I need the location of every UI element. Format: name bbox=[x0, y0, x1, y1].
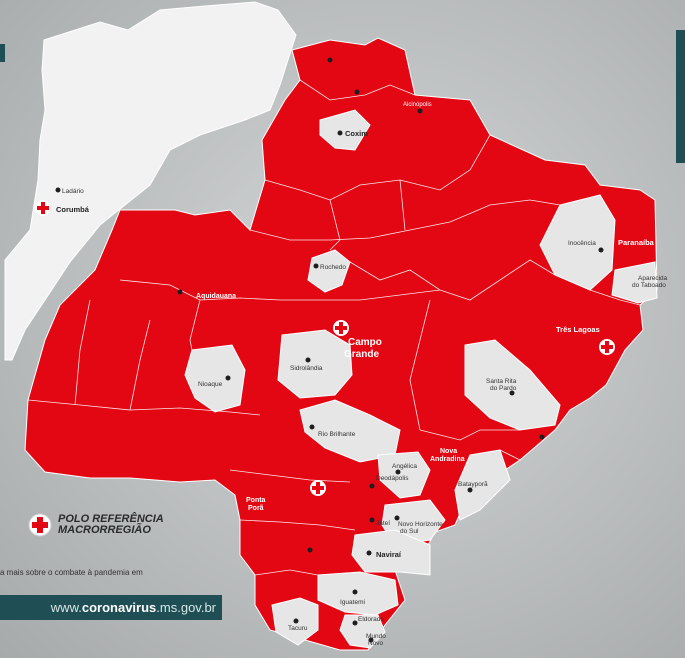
label-jatei: Jateí bbox=[376, 520, 390, 527]
region-gray-nioaque bbox=[184, 344, 246, 413]
label-angelica: Angélica bbox=[392, 463, 417, 470]
region-gray-navirai bbox=[351, 529, 431, 576]
region-gray-santarita bbox=[464, 339, 561, 431]
brand-corner-mark bbox=[0, 44, 5, 62]
label-inocencia: Inocência bbox=[568, 240, 596, 247]
footer-text: a mais sobre o combate à pandemia em bbox=[0, 568, 143, 577]
info-panel-edge bbox=[676, 30, 685, 163]
legend-text: POLO REFERÊNCIA MACRORREGIÃO bbox=[58, 514, 178, 536]
label-mundo-novo-1: Mundo bbox=[366, 633, 386, 640]
label-rio-brilhante: Rio Brilhante bbox=[318, 431, 356, 438]
label-campo-grande-1: Campo bbox=[348, 337, 382, 348]
label-campo-grande-2: Grande bbox=[344, 349, 379, 360]
label-sidrolandia: Sidrolândia bbox=[290, 365, 323, 372]
legend: POLO REFERÊNCIA MACRORREGIÃO bbox=[28, 513, 178, 537]
legend-line-1: POLO REFERÊNCIA bbox=[58, 513, 164, 525]
label-mundo-novo-2: Novo bbox=[368, 640, 384, 647]
region-gray-iguatemi bbox=[317, 571, 399, 616]
label-santarita-2: do Pardo bbox=[490, 385, 517, 392]
pole-reference-icon bbox=[28, 513, 52, 537]
label-santarita-1: Santa Rita bbox=[486, 378, 517, 385]
label-nova-andradina-2: Andradina bbox=[430, 456, 465, 463]
region-gray-sidrolandia bbox=[277, 329, 353, 399]
city-dots bbox=[55, 57, 604, 643]
label-corumba: Corumbá bbox=[56, 205, 90, 214]
region-gray-inocencia bbox=[539, 194, 616, 291]
label-nioaque: Nioaque bbox=[198, 381, 223, 388]
label-nova-andradina-1: Nova bbox=[440, 448, 457, 455]
label-aquidauana: Aquidauana bbox=[196, 293, 236, 300]
label-rochedo: Rochedo bbox=[320, 264, 346, 271]
region-gray-coxim bbox=[319, 109, 371, 151]
label-batayporã: Batayporã bbox=[458, 481, 488, 488]
region-gray-aparecida bbox=[611, 261, 658, 304]
label-ponta-pora-1: Ponta bbox=[246, 497, 266, 504]
label-alcinopolis: Alcinópolis bbox=[403, 102, 432, 108]
website-url-bar[interactable]: www.coronavirus.ms.gov.br bbox=[0, 595, 222, 620]
label-ponta-pora-2: Porã bbox=[248, 505, 264, 512]
url-prefix: www. bbox=[50, 600, 82, 615]
label-novo-horizonte-2: do Sul bbox=[400, 528, 419, 535]
pole-marker-campo-grande bbox=[333, 320, 349, 336]
region-gray-angelica bbox=[377, 451, 431, 499]
label-coxim: Coxim bbox=[345, 129, 368, 138]
label-eldorado: Eldorado bbox=[358, 616, 384, 623]
region-pantanal-white bbox=[4, 1, 297, 361]
pole-marker-corumba bbox=[35, 200, 51, 216]
legend-line-2: MACRORREGIÃO bbox=[58, 524, 151, 536]
label-ladario: Ladário bbox=[62, 188, 84, 195]
pole-marker-tres-lagoas bbox=[599, 339, 615, 355]
label-iguatemi: Iguatemi bbox=[340, 599, 365, 606]
label-paranaiba: Paranaíba bbox=[618, 238, 655, 247]
region-gray-eldorado bbox=[339, 614, 386, 649]
url-main: coronavirus bbox=[81, 600, 157, 615]
label-tres-lagoas: Três Lagoas bbox=[556, 325, 600, 334]
municipal-borders bbox=[27, 79, 641, 576]
url-suffix: .ms.gov.br bbox=[156, 600, 216, 615]
pole-marker-dourados bbox=[310, 480, 326, 496]
label-aparecida-1: Aparecida bbox=[638, 275, 668, 282]
label-novo-horizonte-1: Novo Horizonte bbox=[398, 521, 443, 528]
region-gray-rochedo bbox=[307, 249, 351, 293]
label-navirai: Naviraí bbox=[376, 550, 402, 559]
label-deodapolis: Deodápolis bbox=[376, 475, 409, 482]
label-aparecida-2: do Taboado bbox=[632, 282, 666, 289]
label-tacuru: Tacuru bbox=[288, 625, 308, 632]
